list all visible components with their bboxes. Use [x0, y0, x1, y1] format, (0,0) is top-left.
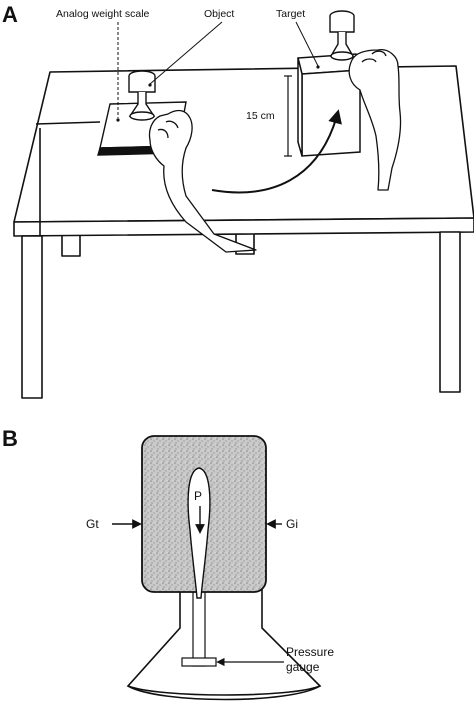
gauge-stem: [181, 589, 217, 667]
height-dimension: [284, 75, 292, 157]
panel-a-label: A: [2, 2, 18, 27]
hand-at-target: [348, 49, 402, 191]
object-callout-leader: [149, 21, 223, 85]
object-base: [126, 589, 322, 701]
gauge-label-line1: Pressure: [286, 645, 334, 659]
panel-b-label: B: [2, 426, 18, 451]
object-callout-dot: [148, 83, 152, 87]
grip-force-right-label: Gi: [286, 517, 298, 531]
target-callout: Target: [276, 8, 305, 20]
target-callout-dot: [316, 65, 320, 69]
target-callout-leader: [295, 21, 319, 67]
table-leg-front-right: [439, 231, 461, 393]
table: [13, 65, 474, 399]
movement-arrow: [211, 109, 342, 194]
scale-callout-dot: [116, 118, 120, 122]
object-vase: [128, 70, 156, 121]
table-edge-line: [35, 121, 101, 125]
grip-force-left-label: Gt: [86, 517, 99, 531]
scale-callout: Analog weight scale: [56, 8, 150, 20]
gauge-label-line2: gauge: [286, 660, 320, 674]
table-brace-left: [61, 236, 81, 257]
pressure-label: P: [194, 489, 202, 503]
table-leg-front-left: [21, 235, 43, 399]
table-apron: [13, 217, 474, 237]
table-top: [13, 65, 474, 223]
object-vase-target: [329, 10, 355, 61]
panel-a: A: [2, 2, 474, 399]
object-callout: Object: [204, 8, 234, 20]
panel-b: B P Gt Gi Pressure gauge: [2, 426, 334, 701]
height-label: 15 cm: [246, 110, 275, 122]
hand-at-scale: [148, 109, 257, 253]
